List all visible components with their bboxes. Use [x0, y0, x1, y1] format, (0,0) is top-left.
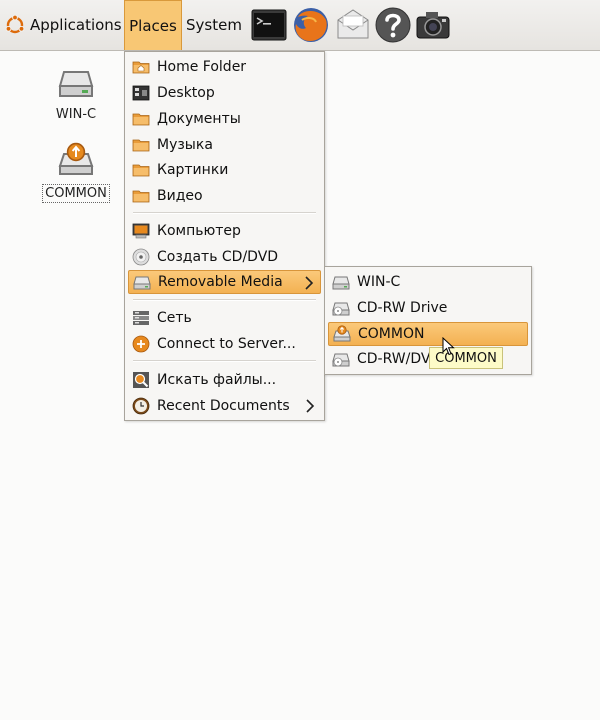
usb-drive-icon: [56, 142, 96, 178]
menu-item-label: Removable Media: [158, 274, 283, 290]
menu-item-search-files[interactable]: Искать файлы...: [128, 368, 321, 392]
computer-icon: [132, 222, 150, 240]
menu-item-music[interactable]: Музыка: [128, 133, 321, 157]
folder-icon: [132, 136, 150, 154]
menu-item-video[interactable]: Видео: [128, 184, 321, 208]
menu-separator: [133, 212, 316, 214]
menu-item-label: Музыка: [157, 137, 213, 153]
cd-icon: [132, 248, 150, 266]
menu-item-label: Home Folder: [157, 59, 247, 75]
menu-item-label: Картинки: [157, 162, 229, 178]
help-icon[interactable]: [374, 6, 412, 44]
menu-item-documents[interactable]: Документы: [128, 107, 321, 131]
menu-item-home-folder[interactable]: Home Folder: [128, 55, 321, 79]
menu-item-connect-to-server[interactable]: Connect to Server...: [128, 332, 321, 356]
system-label: System: [186, 16, 242, 34]
menu-separator: [133, 360, 316, 362]
mail-icon[interactable]: [334, 6, 372, 44]
menu-item-pictures[interactable]: Картинки: [128, 158, 321, 182]
camera-icon[interactable]: [414, 6, 452, 44]
menu-item-label: COMMON: [358, 326, 425, 342]
ubuntu-logo-icon: [5, 14, 25, 34]
folder-icon: [132, 187, 150, 205]
menu-item-recent-documents[interactable]: Recent Documents: [128, 394, 321, 418]
menu-item-label: Компьютер: [157, 223, 241, 239]
network-icon: [132, 309, 150, 327]
menu-item-label: Desktop: [157, 85, 215, 101]
connect-server-icon: [132, 335, 150, 353]
submenu-item-common[interactable]: COMMON: [328, 322, 528, 346]
desktop-icon-win-c[interactable]: WIN-C: [36, 64, 116, 123]
drive-icon: [332, 273, 350, 291]
menu-separator: [133, 299, 316, 301]
menu-item-removable-media[interactable]: Removable Media: [128, 270, 321, 294]
folder-icon: [132, 161, 150, 179]
cdrw-drive-icon: [332, 299, 350, 317]
tooltip: COMMON: [429, 347, 503, 369]
desktop-icon: [132, 84, 150, 102]
cdrw-drive-icon: [332, 350, 350, 368]
submenu-item-win-c[interactable]: WIN-C: [328, 270, 528, 294]
places-menu-button[interactable]: Places: [124, 0, 182, 50]
home-folder-icon: [132, 58, 150, 76]
drive-icon: [133, 273, 151, 291]
drive-icon: [56, 64, 96, 100]
search-icon: [132, 371, 150, 389]
menu-item-create-cd-dvd[interactable]: Создать CD/DVD: [128, 245, 321, 269]
menu-item-desktop[interactable]: Desktop: [128, 81, 321, 105]
desktop-icon-label: COMMON: [42, 184, 110, 203]
menu-item-label: Видео: [157, 188, 203, 204]
mouse-cursor-icon: [442, 337, 455, 356]
applications-label: Applications: [30, 16, 122, 34]
desktop-icon-label: WIN-C: [55, 107, 97, 122]
menu-item-label: WIN-C: [357, 274, 401, 290]
terminal-icon[interactable]: [250, 6, 288, 44]
usb-drive-icon: [333, 325, 351, 343]
folder-icon: [132, 110, 150, 128]
menu-item-label: Сеть: [157, 310, 192, 326]
menu-item-network[interactable]: Сеть: [128, 306, 321, 330]
clock-icon: [132, 397, 150, 415]
chevron-right-icon: [304, 275, 314, 291]
firefox-icon[interactable]: [292, 6, 330, 44]
places-label: Places: [129, 16, 177, 35]
applications-menu[interactable]: Applications: [4, 0, 122, 50]
menu-item-computer[interactable]: Компьютер: [128, 219, 321, 243]
desktop-icon-common[interactable]: COMMON: [36, 142, 116, 203]
top-panel: Applications Places System: [0, 0, 600, 51]
system-menu[interactable]: System: [186, 0, 246, 50]
menu-item-label: Документы: [157, 111, 241, 127]
chevron-right-icon: [305, 398, 315, 414]
menu-item-label: Искать файлы...: [157, 372, 277, 388]
menu-item-label: Recent Documents: [157, 398, 290, 414]
submenu-item-cd-rw-drive[interactable]: CD-RW Drive: [328, 296, 528, 320]
menu-item-label: Создать CD/DVD: [157, 249, 279, 265]
menu-item-label: Connect to Server...: [157, 336, 296, 352]
menu-item-label: CD-RW Drive: [357, 300, 448, 316]
places-dropdown-menu: Home Folder Desktop Документы Музыка Кар…: [124, 51, 325, 421]
